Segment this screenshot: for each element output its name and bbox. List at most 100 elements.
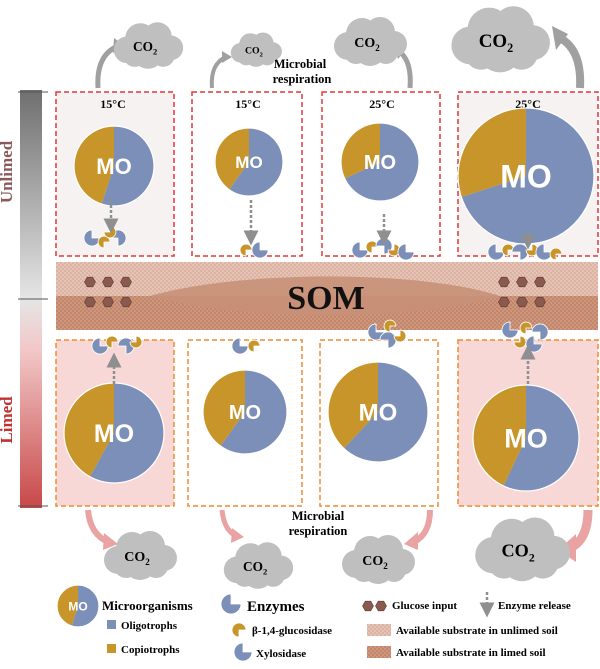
pie-slice-copiotrophs [328,362,378,449]
mo-pie-top-3: MO [340,122,420,202]
cloud-puff [258,48,276,66]
cloud-puff [261,564,285,587]
mo-pie-bottom-4: MO [472,384,580,492]
co2-cloud-2: CO2 [230,32,282,67]
respiration-arrow-top-4-head [552,26,568,50]
glucosidase-icon [105,335,119,349]
pie-slice-copiotrophs [57,585,78,626]
glucose-icon [534,276,546,288]
pie-slice-copiotrophs [215,127,249,190]
pie-slice-oligotrophs [229,128,284,196]
som-lens [150,276,500,316]
xylosidase-icon [397,243,415,261]
pie-slice-oligotrophs [343,362,428,463]
co2-label: CO2 [354,36,380,53]
cloud-puff [352,558,376,582]
cloud-puff [527,547,559,579]
legend-enzyme-release-label: Enzyme release [498,600,571,612]
glucosidase-icon [97,235,111,249]
legend-substrate-unlimed-swatch [367,624,391,636]
enzyme-release-arrows [103,200,536,384]
glucose-icon [516,296,528,308]
co2-cloud-1: CO2 [113,22,184,69]
pie-slice-oligotrophs [89,383,164,483]
glucose-icon [375,600,387,612]
pie-outline [327,361,429,463]
mo-pie-label: MO [504,424,548,454]
mo-pie-label: MO [235,153,262,172]
pie-slice-oligotrophs [461,108,594,244]
co2-cloud-7: CO2 [342,535,415,584]
xylosidase-icon [91,337,109,355]
respiration-label-bottom-line2: respiration [289,524,348,538]
co2-cloud-5: CO2 [104,531,177,580]
cloud-puff [233,564,257,587]
pie-outline [56,584,100,628]
respiration-arrow-top-3 [398,50,413,89]
respiration-arrow-top-4 [557,34,585,89]
legend-glucosidase-label: β-1,4-glucosidase [252,625,332,637]
mo-pie-bottom-2: MO [202,369,288,455]
co2-label: CO2 [502,541,535,565]
temp-label-2: 15°C [235,97,260,111]
co2-cloud-6: CO2 [223,542,294,589]
temp-label-3: 25°C [369,97,394,111]
mo-pie-label: MO [68,599,87,613]
pie-slice-oligotrophs [344,123,419,201]
cloud-puff [374,40,398,64]
panel-top-2 [191,91,303,257]
legend-enzymes-label: Enzymes [247,599,305,615]
mo-pie-label: MO [96,154,131,179]
legend-substrate-limed-swatch [367,646,391,658]
glucose-groups [84,276,546,308]
pie-slice-oligotrophs [503,385,579,491]
temp-label-4: 25°C [515,97,540,111]
glucosidase-icon [549,247,563,261]
pie-outline [340,122,420,202]
glucose-icon [534,296,546,308]
glucose-icon [498,296,510,308]
glucosidase-icon [519,321,533,335]
legend-oligotrophs-swatch [107,620,116,629]
xylosidase-icon [501,321,519,339]
cloud-puff [382,558,406,582]
glucose-icon [102,296,114,308]
co2-label: CO2 [124,550,150,567]
co2-label: CO2 [243,559,267,577]
legend-copiotrophs-label: Copiotrophs [121,644,180,656]
cloud-puff [464,37,498,70]
xylosidase-icon [231,337,249,355]
legend-glucose-label: Glucose input [392,600,457,612]
glucose-icon [498,276,510,288]
glucose-icon [362,600,374,612]
glucosidase-icon [513,335,527,349]
xylosidase-icon [487,243,505,261]
mo-pie-top-4: MO [457,107,595,245]
pie-slice-copiotrophs [457,107,526,198]
co2-label: CO2 [133,39,157,57]
mo-pie-label: MO [359,400,398,427]
legend-microorganism-pie: MO [56,584,100,628]
mo-pie-top-2: MO [214,127,284,197]
respiration-arrow-top-2-head [222,51,232,63]
xylosidase-icon [511,243,529,261]
legend-enzyme-icons [220,593,253,662]
pie-slice-oligotrophs [220,370,287,455]
mo-pie-label: MO [364,152,396,174]
glucose-icon [120,276,132,288]
mo-pie-label: MO [229,402,261,424]
enzyme-group-bottom-2 [231,337,261,355]
xylosidase-icon [379,331,397,349]
pie-slice-copiotrophs [472,385,526,486]
pie-slice-copiotrophs [74,126,114,205]
glucose-cluster-2 [498,276,546,308]
pie-outline [73,125,155,207]
legend: MO Microorganisms Oligotrophs Copiotroph… [56,584,571,662]
co2-cloud-8: CO2 [475,517,571,582]
respiration-arrow-bottom-2-head [231,528,244,543]
xylosidase-icon [531,323,549,341]
mo-pie-label: MO [500,159,552,195]
pie-slice-copiotrophs [203,370,245,446]
